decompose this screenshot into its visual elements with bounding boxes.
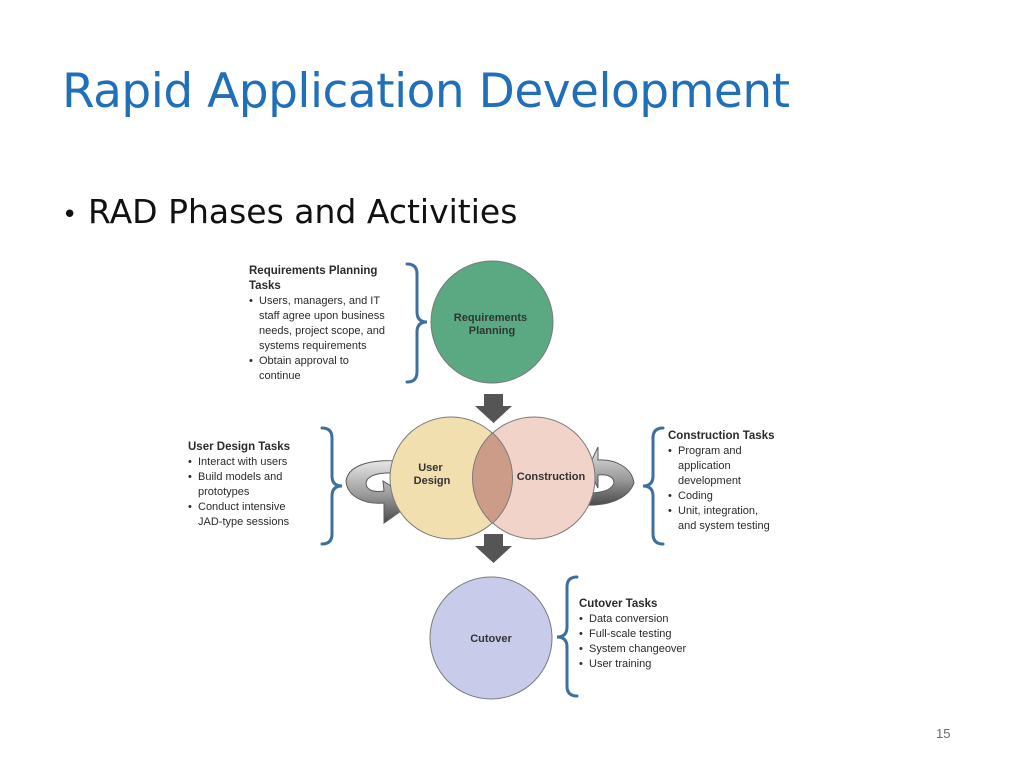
- phase-overlap-lens: [471, 432, 514, 524]
- task-item-text: prototypes: [198, 486, 250, 498]
- task-bullet-icon: •: [249, 295, 253, 307]
- task-item-text: JAD-type sessions: [198, 516, 290, 528]
- phase-circle-cutover: [429, 576, 553, 700]
- brace-requirements: [405, 262, 428, 384]
- down-arrow-icon: [475, 534, 512, 563]
- phase-label-requirements: Requirements Planning: [454, 312, 530, 337]
- task-title: Tasks: [249, 280, 281, 292]
- task-item-text: Interact with users: [198, 456, 288, 468]
- down-arrow-icon: [475, 394, 512, 423]
- task-item-text: Coding: [678, 490, 713, 502]
- task-bullet-icon: •: [668, 490, 672, 502]
- phase-label-construction: Construction: [517, 471, 586, 483]
- task-item-text: continue: [259, 370, 301, 382]
- task-title: Requirements Planning: [249, 265, 377, 277]
- task-bullet-icon: •: [579, 613, 583, 625]
- task-item-text: Users, managers, and IT: [259, 295, 380, 307]
- tasks-cutover: Cutover Tasks • Data conversion • Full-scale…: [579, 598, 687, 670]
- phase-circle-requirements: [430, 260, 554, 384]
- phase-label-cutover: Cutover: [470, 633, 512, 645]
- task-item-text: needs, project scope, and: [259, 325, 385, 337]
- task-bullet-icon: •: [188, 471, 192, 483]
- slide-title: Rapid Application Development: [62, 64, 790, 119]
- task-item-text: staff agree upon business: [259, 310, 385, 322]
- brace-construction: [642, 426, 665, 546]
- task-item-text: and system testing: [678, 520, 770, 532]
- task-item-text: systems requirements: [259, 340, 367, 352]
- brace-user-design: [320, 426, 343, 546]
- task-item-text: development: [678, 475, 741, 487]
- task-item-text: Full-scale testing: [589, 628, 672, 640]
- task-title: Cutover Tasks: [579, 598, 657, 610]
- task-item-text: Obtain approval to: [259, 355, 349, 367]
- task-item-text: User training: [589, 658, 651, 670]
- task-item-text: Build models and: [198, 471, 282, 483]
- tasks-user-design: User Design Tasks • Interact with users • Bu…: [188, 441, 290, 528]
- task-bullet-icon: •: [188, 456, 192, 468]
- bullet-text: RAD Phases and Activities: [88, 192, 518, 231]
- brace-cutover: [556, 575, 579, 698]
- task-item-text: System changeover: [589, 643, 687, 655]
- bullet-item: • RAD Phases and Activities: [62, 192, 517, 231]
- task-item-text: application: [678, 460, 731, 472]
- task-item-text: Conduct intensive: [198, 501, 285, 513]
- task-bullet-icon: •: [668, 445, 672, 457]
- task-bullet-icon: •: [668, 505, 672, 517]
- task-bullet-icon: •: [249, 355, 253, 367]
- task-bullet-icon: •: [579, 628, 583, 640]
- slide-number: 15: [936, 726, 951, 741]
- task-title: User Design Tasks: [188, 441, 290, 453]
- bullet-dot-icon: •: [62, 200, 78, 230]
- tasks-construction: Construction Tasks • Program and applicatio…: [668, 430, 775, 532]
- task-item-text: Data conversion: [589, 613, 669, 625]
- task-item-text: Program and: [678, 445, 742, 457]
- task-bullet-icon: •: [579, 658, 583, 670]
- task-bullet-icon: •: [188, 501, 192, 513]
- task-bullet-icon: •: [579, 643, 583, 655]
- task-item-text: Unit, integration,: [678, 505, 758, 517]
- phase-label-user-design: User Design: [414, 462, 451, 487]
- task-title: Construction Tasks: [668, 430, 775, 442]
